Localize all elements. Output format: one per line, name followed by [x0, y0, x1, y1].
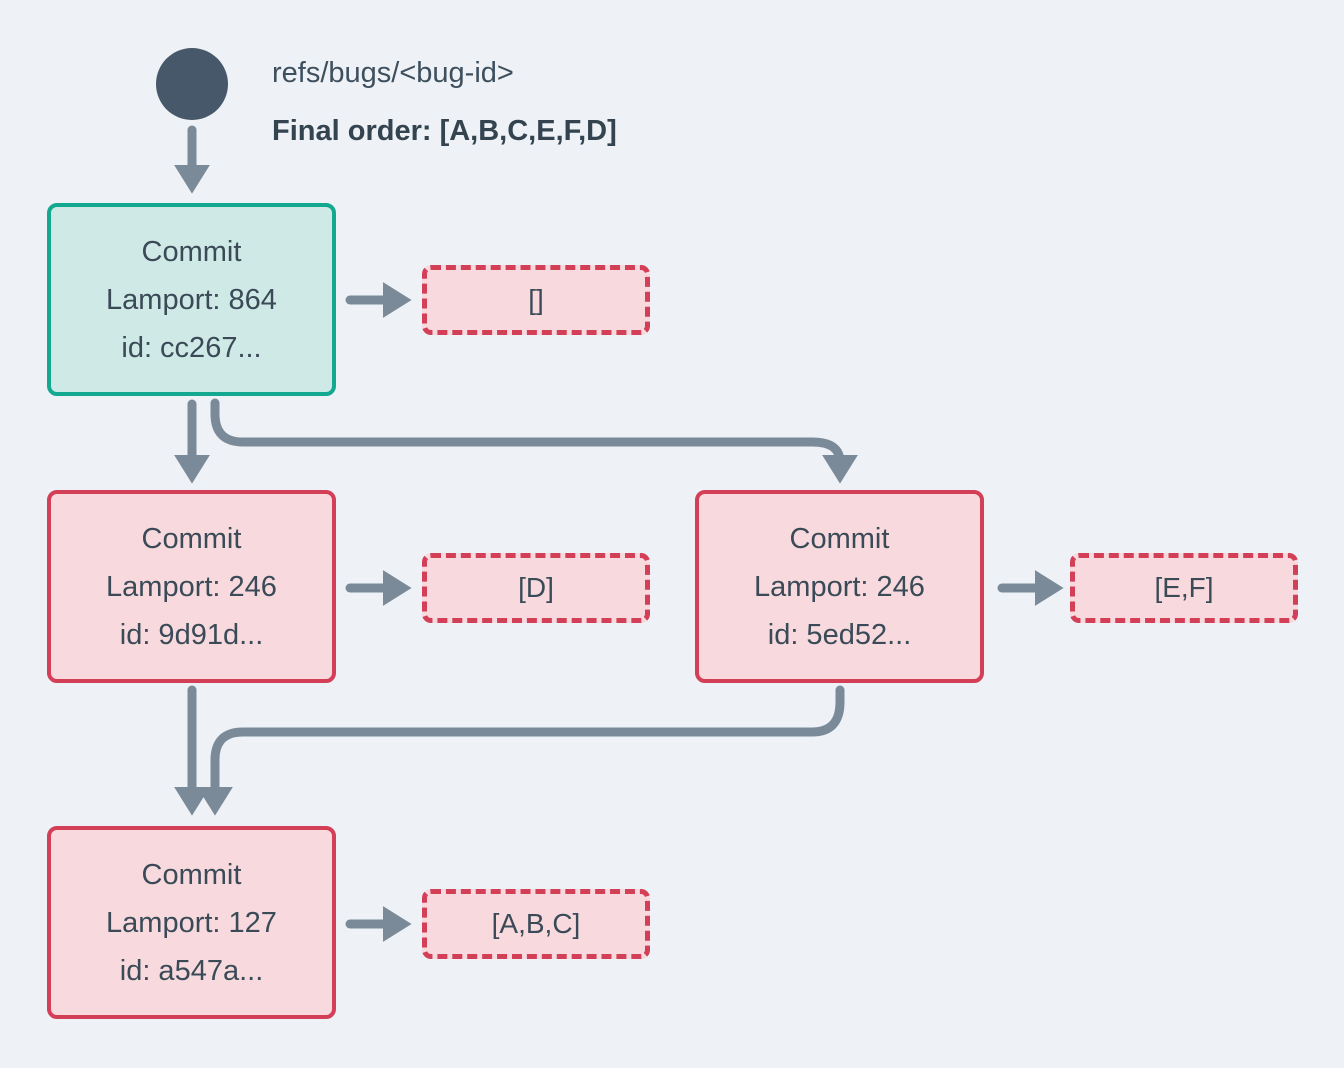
commit-title: Commit	[789, 522, 890, 555]
commit-node-head: Commit Lamport: 864 id: cc267...	[47, 203, 336, 396]
operations-list: []	[528, 284, 544, 315]
operations-box-right: [E,F]	[1070, 553, 1298, 623]
commit-title: Commit	[141, 858, 242, 891]
commit-lamport: Lamport: 246	[106, 570, 277, 603]
operations-box-head: []	[422, 265, 650, 335]
commit-lamport: Lamport: 864	[106, 283, 277, 316]
operations-list: [A,B,C]	[491, 908, 581, 939]
commit-node-right: Commit Lamport: 246 id: 5ed52...	[695, 490, 984, 683]
commit-id: id: cc267...	[121, 331, 262, 364]
edge-right-to-bottom	[197, 685, 845, 816]
commit-lamport: Lamport: 127	[106, 906, 277, 939]
commit-node-left: Commit Lamport: 246 id: 9d91d...	[47, 490, 336, 683]
commit-id: id: 5ed52...	[767, 618, 912, 651]
operations-list: [D]	[518, 572, 554, 603]
commit-id: id: a547a...	[119, 954, 264, 987]
operations-box-left: [D]	[422, 553, 650, 623]
ref-head-dot	[156, 48, 228, 120]
edge-head-to-right	[210, 398, 858, 484]
operations-list: [E,F]	[1154, 572, 1214, 603]
operations-box-bottom: [A,B,C]	[422, 889, 650, 959]
commit-id: id: 9d91d...	[119, 618, 264, 651]
final-order-label: Final order: [A,B,C,E,F,D]	[272, 115, 617, 147]
commit-title: Commit	[141, 235, 242, 268]
commit-title: Commit	[141, 522, 242, 555]
commit-lamport: Lamport: 246	[754, 570, 925, 603]
commit-node-bottom: Commit Lamport: 127 id: a547a...	[47, 826, 336, 1019]
ref-name-label: refs/bugs/<bug-id>	[272, 57, 514, 89]
